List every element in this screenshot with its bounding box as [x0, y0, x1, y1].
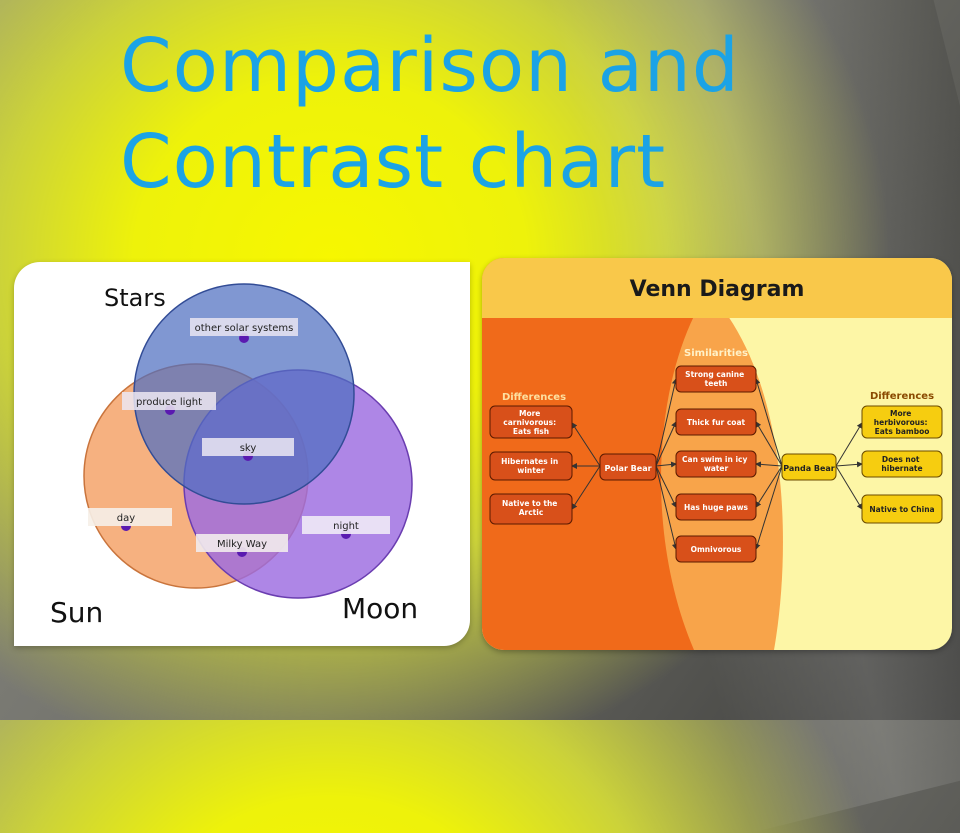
title-line-2: Contrast chart: [120, 119, 667, 205]
svg-text:Native to the Arctic: Native to the Arctic: [502, 499, 560, 517]
tag-night: night: [302, 516, 390, 539]
tag-text-milky-way: Milky Way: [217, 539, 267, 550]
tag-other-solar-systems: other solar systems: [190, 318, 298, 343]
subject-polar-bear-text: Polar Bear: [604, 464, 651, 473]
middle-item-2-line-1: Thick fur coat: [687, 418, 746, 427]
tag-milky-way: Milky Way: [196, 534, 288, 557]
left-item-1-line-3: Eats fish: [513, 427, 549, 436]
title-line-1: Comparison and: [120, 23, 740, 109]
subject-panda-bear: Panda Bear: [781, 453, 837, 481]
svg-text:Can swim in icy water: Can swim in icy water: [682, 455, 750, 473]
tag-text-other-solar-systems: other solar systems: [195, 323, 294, 334]
left-item-2: Hibernates in winter: [489, 451, 573, 481]
tag-text-sky: sky: [240, 443, 257, 454]
venn-title: Venn Diagram: [630, 277, 805, 302]
middle-item-4-line-1: Has huge paws: [684, 503, 749, 512]
bear-venn-panel: Venn Diagram Differences Similarities Di…: [482, 258, 952, 650]
subject-panda-bear-text: Panda Bear: [783, 464, 835, 473]
left-item-3-line-2: Arctic: [519, 508, 544, 517]
bear-venn: Venn Diagram Differences Similarities Di…: [482, 258, 952, 650]
connectors: [571, 378, 863, 550]
right-item-1: More herbivorous: Eats bamboo: [861, 405, 943, 439]
right-item-2-line-2: hibernate: [881, 464, 922, 473]
tag-text-night: night: [333, 521, 359, 532]
tag-sky: sky: [202, 438, 294, 461]
svg-text:Hibernates in winter: Hibernates in winter: [501, 457, 561, 475]
svg-text:Strong canine teeth: Strong canine teeth: [685, 370, 747, 388]
left-item-1: More carnivorous: Eats fish: [489, 405, 573, 439]
middle-item-4: Has huge paws: [675, 493, 757, 521]
middle-item-1: Strong canine teeth: [675, 365, 757, 393]
label-stars: Stars: [104, 284, 166, 312]
svg-text:Does not hibernate: Does not hibernate: [881, 455, 922, 473]
middle-item-1-line-2: teeth: [705, 379, 728, 388]
left-item-1-line-2: carnivorous:: [503, 418, 556, 427]
heading-similarities: Similarities: [684, 348, 748, 359]
left-item-1-line-1: More: [519, 409, 540, 418]
subject-polar-bear: Polar Bear: [599, 453, 657, 481]
tag-produce-light: produce light: [122, 392, 216, 415]
right-item-1-line-3: Eats bamboo: [875, 427, 930, 436]
stars-sun-moon-venn-panel: Stars Sun Moon other solar systems produ…: [14, 262, 470, 646]
left-item-3-line-1: Native to the: [502, 499, 557, 508]
right-item-1-line-2: herbivorous:: [874, 418, 928, 427]
right-item-2-line-1: Does not: [882, 455, 920, 464]
right-item-3-line-1: Native to China: [869, 505, 934, 514]
heading-right-differences: Differences: [870, 391, 934, 402]
middle-item-5-line-1: Omnivorous: [691, 545, 742, 554]
right-item-1-line-1: More: [890, 409, 911, 418]
middle-item-2: Thick fur coat: [675, 408, 757, 436]
right-item-3: Native to China: [861, 494, 943, 524]
tag-text-day: day: [117, 513, 135, 524]
slide-title: Comparison and Contrast chart: [120, 18, 820, 210]
left-item-2-line-2: winter: [517, 466, 545, 475]
svg-text:More herbivorous:: More herbivorous: Eats bamboo: [874, 409, 930, 436]
label-moon: Moon: [342, 592, 418, 625]
middle-item-1-line-1: Strong canine: [685, 370, 744, 379]
label-sun: Sun: [50, 596, 103, 629]
tag-text-produce-light: produce light: [136, 397, 202, 408]
venn-header-bar: [482, 258, 952, 318]
middle-item-3-line-1: Can swim in icy: [682, 455, 747, 464]
tag-day: day: [88, 508, 172, 531]
middle-item-3: Can swim in icy water: [675, 450, 757, 478]
left-item-2-line-1: Hibernates in: [501, 457, 558, 466]
heading-left-differences: Differences: [502, 392, 566, 403]
svg-text:More carnivorous:: More carnivorous: Eats fish: [503, 409, 558, 436]
middle-item-5: Omnivorous: [675, 535, 757, 563]
right-item-2: Does not hibernate: [861, 450, 943, 478]
overlap-lens: [661, 316, 783, 650]
middle-item-3-line-2: water: [704, 464, 729, 473]
left-item-3: Native to the Arctic: [489, 493, 573, 525]
stars-sun-moon-venn: Stars Sun Moon other solar systems produ…: [50, 283, 418, 629]
